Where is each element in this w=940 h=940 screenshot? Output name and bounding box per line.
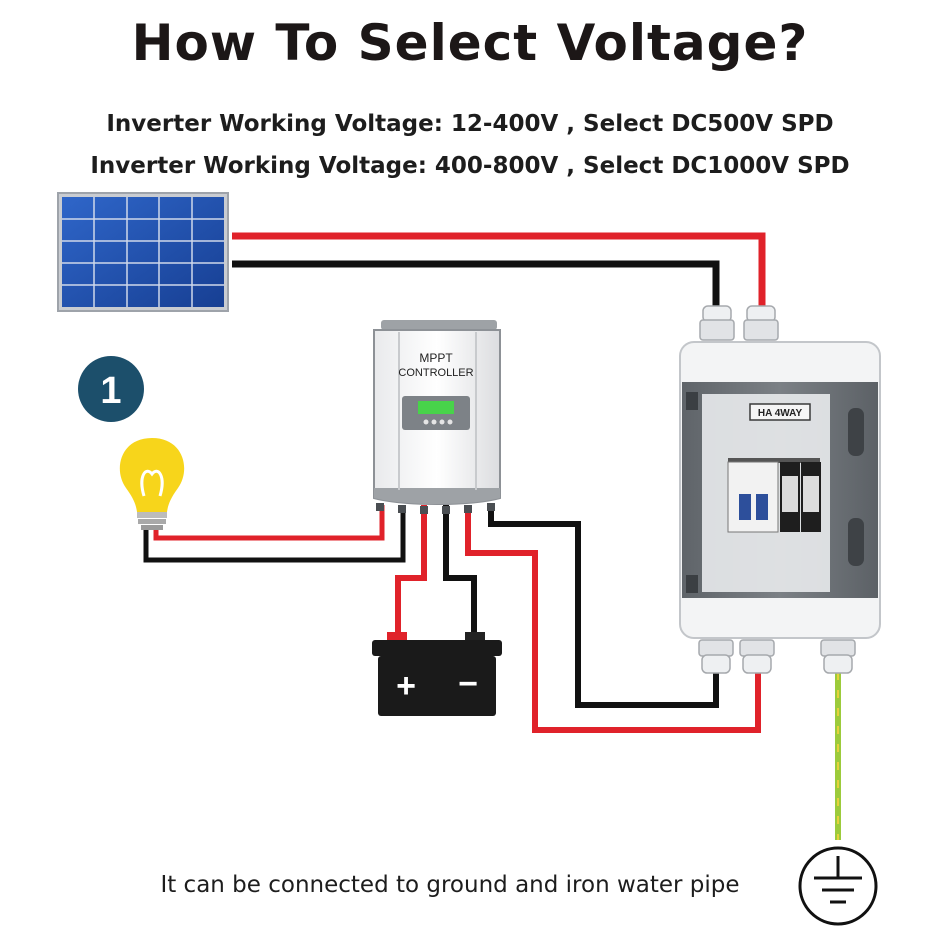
solar-panel-icon: [57, 192, 229, 312]
battery-plus: +: [396, 667, 416, 705]
controller-label-line2: CONTROLLER: [398, 367, 473, 379]
bulb-negative-wire: [143, 505, 406, 563]
battery-minus: −: [458, 665, 478, 703]
battery-negative-wire: [443, 505, 477, 640]
combiner-box: HA 4WAY: [679, 305, 881, 674]
output-negative-wire: [488, 505, 719, 708]
voltage-rule-1: Inverter Working Voltage: 12-400V , Sele…: [106, 111, 834, 137]
wires: [143, 232, 841, 840]
mppt-controller: MPPT CONTROLLER: [373, 320, 501, 514]
controller-display: [418, 401, 454, 414]
bottom-cable-glands: [698, 639, 856, 674]
ground-symbol-icon: [798, 846, 878, 926]
controller-label-line1: MPPT: [419, 351, 453, 365]
panel-positive-wire: [232, 232, 766, 310]
combiner-box-label: HA 4WAY: [758, 408, 803, 419]
panel-negative-wire: [232, 260, 720, 310]
step-badge: 1: [78, 356, 144, 422]
output-positive-wire: [465, 505, 761, 733]
page-title: How To Select Voltage?: [131, 14, 809, 72]
step-number: 1: [100, 370, 121, 412]
top-cable-glands: [699, 305, 779, 341]
battery-positive-wire: [395, 505, 427, 640]
ground-note: It can be connected to ground and iron w…: [160, 872, 740, 898]
bulb-positive-wire: [153, 505, 385, 541]
battery-icon: + −: [372, 632, 502, 716]
voltage-rule-2: Inverter Working Voltage: 400-800V , Sel…: [90, 153, 850, 179]
light-bulb-icon: [119, 438, 185, 530]
